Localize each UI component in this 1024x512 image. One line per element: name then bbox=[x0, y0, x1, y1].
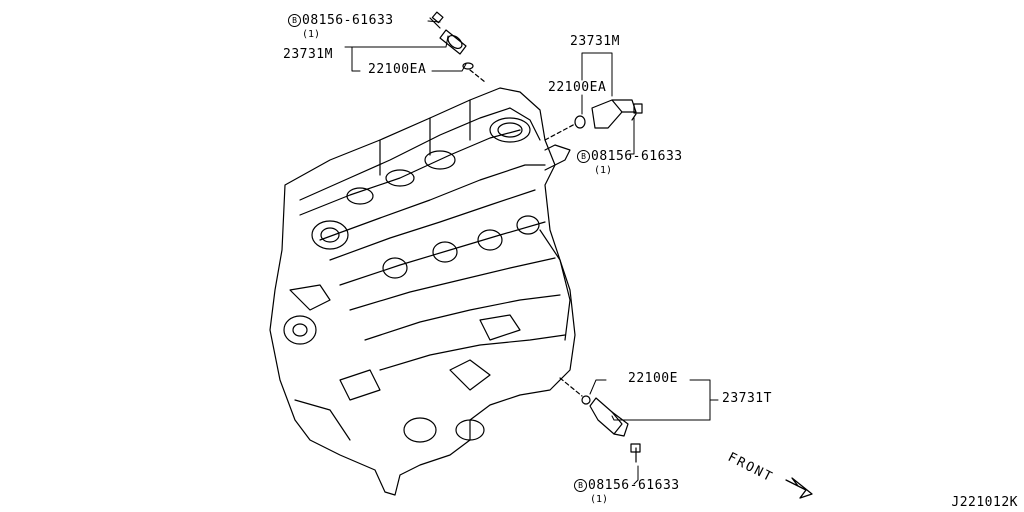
lower-bolt-qty: (1) bbox=[590, 494, 609, 505]
top-bolt-qty: (1) bbox=[302, 29, 321, 40]
right-seal-label: 22100EA bbox=[548, 80, 607, 95]
engine-block bbox=[269, 87, 576, 496]
top-sensor-label: 23731M bbox=[283, 47, 333, 62]
front-arrow bbox=[785, 477, 813, 499]
right-bolt-qty: (1) bbox=[594, 165, 613, 176]
bolt-part-number: 08156-61633 bbox=[588, 478, 680, 493]
right-sensor-assembly bbox=[544, 99, 643, 141]
right-sensor-label: 23731M bbox=[570, 34, 620, 49]
top-sensor-assembly bbox=[429, 11, 486, 83]
diagram-code: J221012K bbox=[951, 495, 1018, 510]
bolt-part-number: 08156-61633 bbox=[591, 149, 683, 164]
lower-sensor-assembly bbox=[559, 377, 641, 463]
b-mark: B bbox=[577, 150, 590, 163]
top-seal-label: 22100EA bbox=[368, 62, 427, 77]
lower-seal-label: 22100E bbox=[628, 371, 678, 386]
b-mark: B bbox=[574, 479, 587, 492]
lower-sensor-label: 23731T bbox=[722, 391, 772, 406]
bolt-part-number: 08156-61633 bbox=[302, 13, 394, 28]
b-mark: B bbox=[288, 14, 301, 27]
leader-lines bbox=[344, 20, 719, 485]
